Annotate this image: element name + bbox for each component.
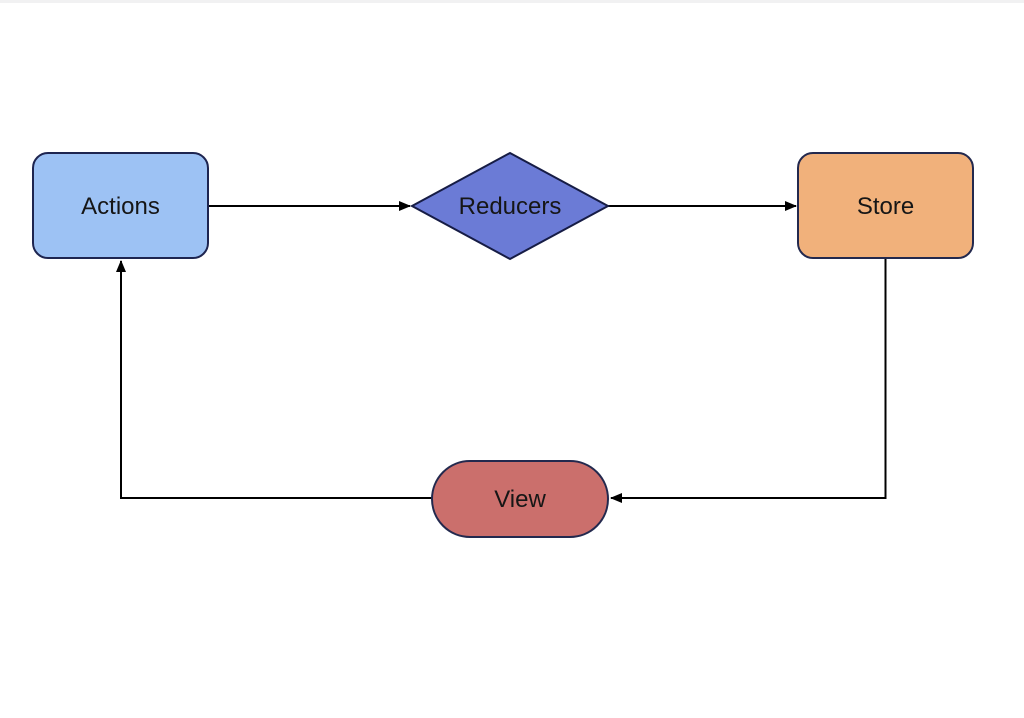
node-view [431, 460, 609, 538]
node-actions [32, 152, 209, 259]
node-label-view: View [494, 486, 546, 513]
edge-store-to-view [610, 258, 887, 503]
node-reducers [409, 151, 611, 261]
node-label-reducers: Reducers [459, 193, 562, 220]
node-label-store: Store [857, 193, 914, 220]
node-label-actions: Actions [81, 193, 160, 220]
node-store [797, 152, 974, 259]
edge-view-to-actions [116, 260, 432, 499]
window-top-edge [0, 0, 1024, 3]
